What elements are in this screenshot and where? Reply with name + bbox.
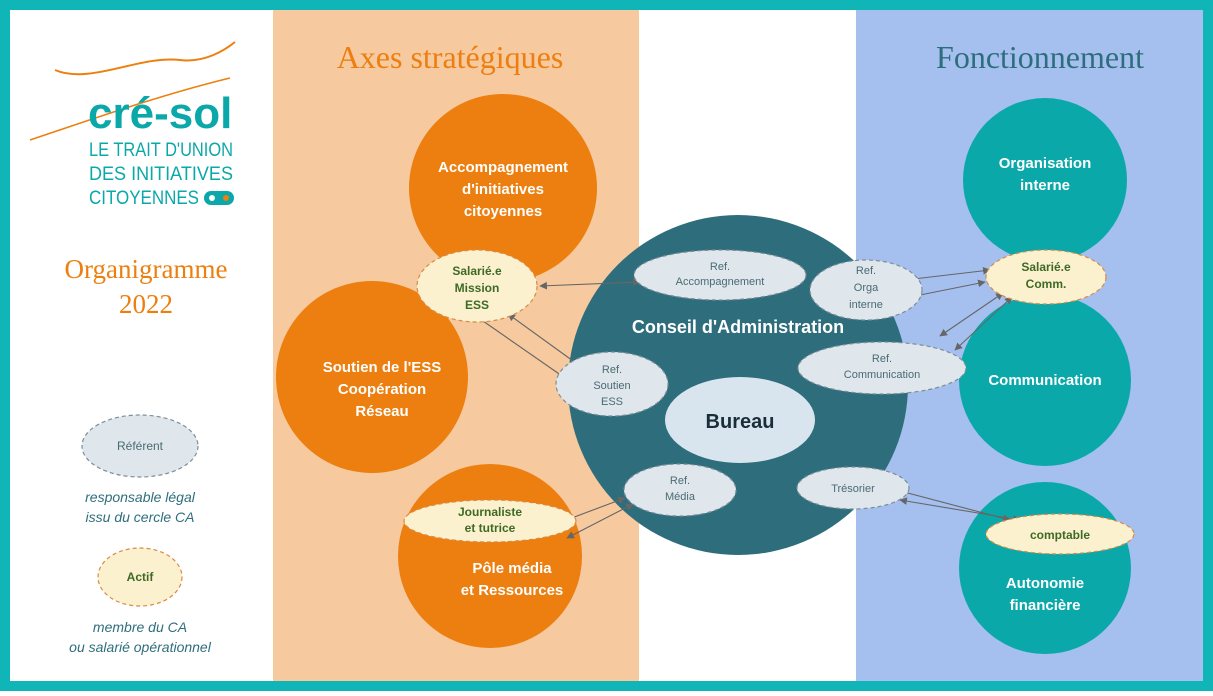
tresorier-label: Trésorier bbox=[831, 483, 875, 495]
soutien-label-1: Soutien de l'ESS bbox=[323, 359, 442, 376]
circle-pole-media bbox=[398, 464, 582, 648]
arrow-comm-orga bbox=[904, 266, 991, 284]
logo-brand: cré-sol bbox=[88, 89, 232, 138]
ref-soutien-label-1: Ref. bbox=[602, 364, 622, 376]
operations-header: Fonctionnement bbox=[936, 39, 1144, 75]
actif-salarie-comm bbox=[985, 249, 1107, 305]
legend-actif-desc-2: ou salarié opérationnel bbox=[69, 639, 212, 655]
actif-salarie-ess bbox=[416, 249, 538, 323]
ref-orga-label-1: Ref. bbox=[856, 265, 876, 277]
actif-comptable bbox=[985, 513, 1135, 555]
circle-autonomie-financiere bbox=[959, 482, 1131, 654]
arrow-journaliste-media-2 bbox=[566, 503, 634, 539]
ref-accompagnement-label-2: Accompagnement bbox=[676, 276, 765, 288]
legend-actif-shape bbox=[97, 547, 183, 607]
legend-referent-desc-2: issu du cercle CA bbox=[86, 509, 195, 525]
media-label-2: et Ressources bbox=[461, 582, 564, 599]
logo-tagline-3: CITOYENNES bbox=[89, 188, 199, 209]
media-label-1: Pôle média bbox=[472, 560, 552, 577]
circle-organisation-interne bbox=[963, 98, 1127, 262]
ref-orga-label-2: Orga bbox=[854, 282, 879, 294]
circle-soutien-ess bbox=[276, 281, 468, 473]
organisation-label-1: Organisation bbox=[999, 155, 1092, 172]
legend-actif-desc-1: membre du CA bbox=[93, 619, 187, 635]
ref-accompagnement bbox=[633, 249, 807, 301]
ref-soutien-ess bbox=[555, 351, 669, 417]
arrow-tresorier-comptable-2 bbox=[899, 497, 1021, 523]
ref-communication-label-2: Communication bbox=[844, 369, 920, 381]
legend-referent-desc-1: responsable légal bbox=[85, 489, 196, 505]
salarie-ess-label-3: ESS bbox=[465, 298, 489, 312]
organisation-label-2: interne bbox=[1020, 177, 1070, 194]
accompagnement-label-2: d'initiatives bbox=[462, 181, 544, 198]
arrow-ess-soutien-2 bbox=[507, 313, 581, 367]
salarie-ess-label-2: Mission bbox=[455, 281, 500, 295]
actif-journaliste bbox=[403, 499, 577, 543]
bureau-label: Bureau bbox=[706, 411, 775, 433]
logo-tagline-1: LE TRAIT D'UNION bbox=[89, 140, 233, 161]
journaliste-label-1: Journaliste bbox=[458, 505, 522, 519]
accompagnement-label-1: Accompagnement bbox=[438, 159, 568, 176]
legend-referent-label: Référent bbox=[117, 439, 164, 453]
ref-tresorier bbox=[796, 466, 910, 510]
salarie-comm-label-1: Salarié.e bbox=[1021, 260, 1071, 274]
comptable-label: comptable bbox=[1030, 528, 1090, 542]
ref-soutien-label-2: Soutien bbox=[593, 380, 630, 392]
conseil-label: Conseil d'Administration bbox=[632, 317, 844, 337]
organigramme-title: Organigramme bbox=[65, 254, 228, 284]
salarie-ess-label-1: Salarié.e bbox=[452, 264, 502, 278]
ref-communication-label-1: Ref. bbox=[872, 353, 892, 365]
ref-orga-interne bbox=[809, 259, 923, 321]
arrow-ess-accompagnement bbox=[539, 278, 641, 290]
salarie-comm-label-2: Comm. bbox=[1026, 277, 1067, 291]
logo-link-icon bbox=[204, 191, 234, 205]
strategic-axes-header: Axes stratégiques bbox=[337, 39, 564, 75]
ref-accompagnement-label-1: Ref. bbox=[710, 261, 730, 273]
soutien-label-3: Réseau bbox=[355, 403, 408, 420]
logo-tagline-2: DES INITIATIVES bbox=[89, 164, 233, 185]
autonomie-label-1: Autonomie bbox=[1006, 575, 1084, 592]
journaliste-label-2: et tutrice bbox=[465, 521, 516, 535]
communication-label: Communication bbox=[988, 372, 1101, 389]
organigramme-year: 2022 bbox=[119, 289, 173, 319]
circle-accompagnement bbox=[409, 94, 597, 282]
ref-media bbox=[623, 463, 737, 517]
ref-orga-label-3: interne bbox=[849, 299, 883, 311]
autonomie-label-2: financière bbox=[1010, 597, 1081, 614]
cresol-logo: cré-sol LE TRAIT D'UNION DES INITIATIVES… bbox=[29, 41, 236, 209]
arrow-comm-communication-2 bbox=[954, 296, 1013, 351]
soutien-label-2: Coopération bbox=[338, 381, 426, 398]
legend-actif-label: Actif bbox=[127, 570, 155, 584]
ref-media-label-2: Média bbox=[665, 491, 696, 503]
legend-referent-shape bbox=[81, 414, 199, 478]
ref-soutien-label-3: ESS bbox=[601, 396, 623, 408]
accompagnement-label-3: citoyennes bbox=[464, 203, 542, 220]
ref-media-label-1: Ref. bbox=[670, 475, 690, 487]
ref-communication bbox=[797, 341, 967, 395]
circle-bureau bbox=[665, 377, 815, 463]
legend: Référent responsable légal issu du cercl… bbox=[69, 414, 212, 655]
